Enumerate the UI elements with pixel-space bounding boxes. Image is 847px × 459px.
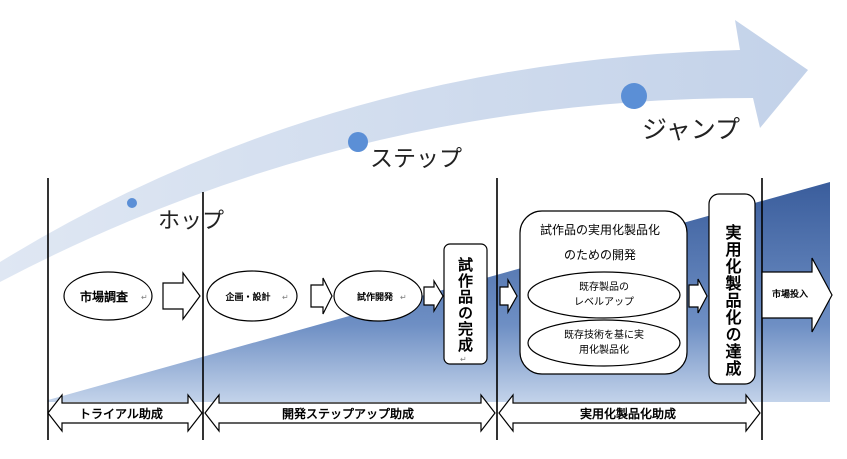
planning-design-label: 企画・設計 (224, 291, 270, 303)
prototype-dev-label: 試作開発 (357, 291, 394, 303)
prototype-complete-label: 試作品の完成 (456, 256, 474, 353)
flow-arrow-5 (688, 278, 708, 314)
market-launch-label: 市場投入 (772, 288, 808, 300)
edit-mark: ↵ (400, 293, 407, 302)
step-label: ステップ (370, 146, 462, 172)
dev-step-up-grant-band (204, 393, 496, 433)
practical-tech-line2: 用化製品化 (579, 343, 629, 356)
practical-tech-ellipse (527, 319, 681, 367)
trial-grant-band (47, 393, 203, 433)
hop-dot (127, 198, 137, 208)
prototype-complete-box (443, 243, 488, 365)
dev-step-up-grant-label: 開発ステップアップ助成 (282, 406, 414, 421)
jump-dot (621, 83, 647, 109)
market-research-label: 市場調査 (80, 289, 129, 304)
level-up-line1: 既存製品の (579, 280, 629, 293)
practical-achieved-label: 実用化製品化の達成 (723, 223, 743, 377)
practical-dev-title-line1: 試作品の実用化製品化 (540, 222, 660, 237)
flow-arrow-4 (499, 277, 518, 315)
flow-arrow-1 (162, 271, 201, 321)
practical-dev-title-line2: のための開発 (564, 248, 636, 262)
edit-mark: ↵ (728, 370, 735, 379)
market-research-ellipse (63, 271, 153, 321)
step-dot (348, 132, 368, 152)
edit-mark: ↵ (460, 355, 467, 364)
trial-grant-label: トライアル助成 (79, 406, 163, 421)
prototype-dev-ellipse (333, 270, 423, 322)
edit-mark: ↵ (141, 293, 148, 302)
flow-arrow-3 (423, 278, 444, 314)
level-up-line2: レベルアップ (574, 296, 634, 308)
flow-arrow-2 (310, 277, 333, 315)
hop-step-jump-arrow (0, 20, 808, 282)
edit-mark: ↵ (282, 293, 289, 302)
practical-grant-label: 実用化製品化助成 (580, 406, 676, 421)
planning-design-ellipse (206, 270, 298, 322)
level-up-ellipse (527, 271, 681, 319)
hop-label: ホップ (158, 209, 224, 234)
practical-achieved-box (708, 193, 756, 385)
jump-label: ジャンプ (642, 115, 740, 144)
practical-grant-band (498, 393, 761, 433)
practical-tech-line1: 既存技術を基に実 (564, 328, 644, 341)
market-launch-arrow (761, 257, 833, 333)
